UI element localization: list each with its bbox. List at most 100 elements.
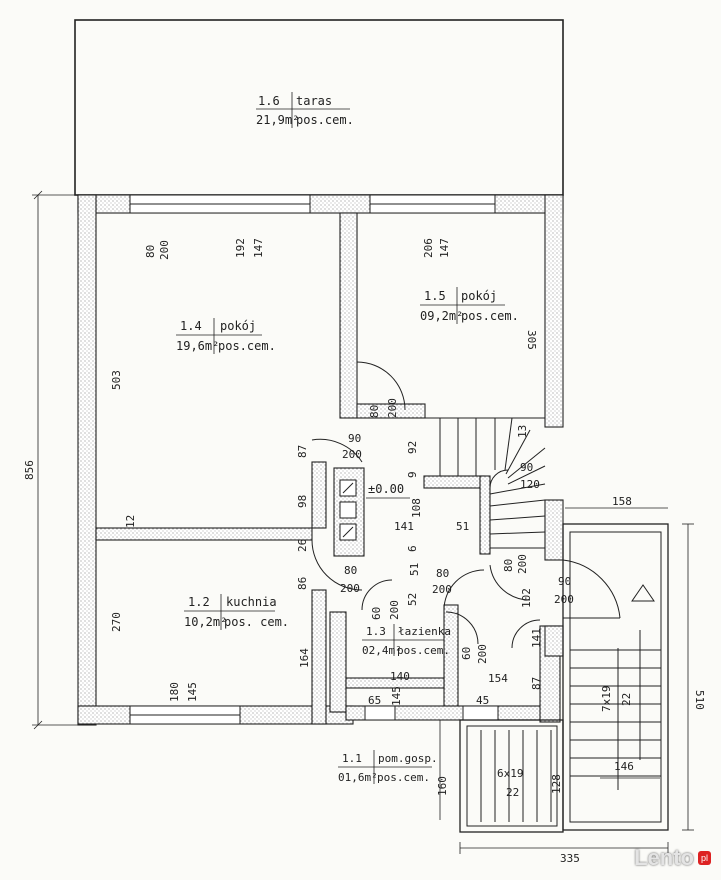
- dim-128: 128: [550, 774, 563, 794]
- dim-9: 9: [406, 471, 419, 478]
- chimney-flues: [339, 479, 357, 541]
- dim-503: 503: [110, 370, 123, 390]
- room-label-lazienka: 1.3 łazienka 02,4m² pos.cem.: [362, 624, 451, 657]
- doors: [311, 361, 621, 649]
- dim-13: 13: [516, 425, 529, 438]
- svg-text:1.5: 1.5: [424, 289, 446, 303]
- watermark-logo: Lento pl: [634, 844, 711, 872]
- dim-147: 147: [438, 238, 451, 258]
- dim-200: 200: [476, 644, 489, 664]
- dim-52: 52: [406, 593, 419, 606]
- dim-60: 60: [370, 607, 383, 620]
- walls: [77, 194, 564, 726]
- svg-text:pos.cem.: pos.cem.: [377, 771, 430, 784]
- room-label-pokoj-small: 1.5 pokój 09,2m² pos.cem.: [420, 287, 519, 324]
- room-label-pokoj-large: 1.4 pokój 19,6m² pos.cem.: [176, 318, 276, 354]
- dim-26: 26: [296, 539, 309, 552]
- dim-51: 51: [456, 520, 469, 533]
- dim-12: 12: [124, 515, 137, 528]
- external-stairs: [459, 523, 669, 833]
- dimension-texts: 856 503 305 270 164 510 80 200 192 147 2…: [23, 238, 706, 865]
- dim-147: 147: [252, 238, 265, 258]
- dim-87: 87: [530, 677, 543, 690]
- dim-140: 140: [390, 670, 410, 683]
- dim-200: 200: [340, 582, 360, 595]
- dim-158: 158: [612, 495, 632, 508]
- watermark-tld: pl: [697, 851, 711, 865]
- dim-141: 141: [394, 520, 414, 533]
- dim-65: 65: [368, 694, 381, 707]
- dim-335: 335: [560, 852, 580, 865]
- svg-text:kuchnia: kuchnia: [226, 595, 277, 609]
- dim-510: 510: [693, 690, 706, 710]
- room-label-taras: 1.6 taras 21,9m² pos.cem.: [256, 92, 354, 128]
- dimension-lines: [32, 190, 694, 854]
- dim-108: 108: [410, 498, 423, 518]
- svg-text:pom.gosp.: pom.gosp.: [378, 752, 438, 765]
- svg-text:19,6m²: 19,6m²: [176, 339, 219, 353]
- svg-text:±0.00: ±0.00: [368, 482, 404, 496]
- level-marker: ±0.00: [366, 482, 410, 499]
- dim-146: 146: [614, 760, 634, 773]
- dim-120: 120: [520, 478, 540, 491]
- dim-stairs-22: 22: [506, 786, 519, 799]
- svg-text:1.3: 1.3: [366, 625, 386, 638]
- dim-192: 192: [234, 238, 247, 258]
- svg-text:1.2: 1.2: [188, 595, 210, 609]
- dim-200: 200: [386, 398, 399, 418]
- svg-text:1.4: 1.4: [180, 319, 202, 333]
- dim-164: 164: [298, 648, 311, 668]
- svg-text:taras: taras: [296, 94, 332, 108]
- svg-text:pos.cem.: pos.cem.: [218, 339, 276, 353]
- dim-51: 51: [408, 563, 421, 576]
- svg-text:01,6m²: 01,6m²: [338, 771, 378, 784]
- dim-200: 200: [432, 583, 452, 596]
- svg-text:pos.cem.: pos.cem.: [296, 113, 354, 127]
- dim-102: 102: [520, 588, 533, 608]
- dim-90: 90: [520, 461, 533, 474]
- dim-200: 200: [554, 593, 574, 606]
- windows: [129, 194, 499, 725]
- dim-180: 180: [168, 682, 181, 702]
- svg-text:pos.cem.: pos.cem.: [461, 309, 519, 323]
- dim-92: 92: [406, 441, 419, 454]
- dim-200: 200: [158, 240, 171, 260]
- svg-text:pos.cem.: pos.cem.: [397, 644, 450, 657]
- room-label-kuchnia: 1.2 kuchnia 10,2m² pos. cem.: [184, 594, 289, 630]
- svg-text:1.1: 1.1: [342, 752, 362, 765]
- dim-90: 90: [348, 432, 361, 445]
- dim-98: 98: [296, 495, 309, 508]
- dim-206: 206: [422, 238, 435, 258]
- svg-text:02,4m²: 02,4m²: [362, 644, 402, 657]
- watermark-brand: Lento: [634, 845, 694, 870]
- dim-stairs-22: 22: [620, 693, 633, 706]
- dim-90: 90: [558, 575, 571, 588]
- dim-60: 60: [460, 647, 473, 660]
- svg-text:pos. cem.: pos. cem.: [224, 615, 289, 629]
- dim-200: 200: [342, 448, 362, 461]
- svg-text:10,2m²: 10,2m²: [184, 615, 227, 629]
- dim-154: 154: [488, 672, 508, 685]
- dim-200: 200: [388, 600, 401, 620]
- dim-87: 87: [296, 445, 309, 458]
- dim-270: 270: [110, 612, 123, 632]
- dim-stairs-6x19: 6x19: [497, 767, 524, 780]
- dim-86: 86: [296, 577, 309, 590]
- svg-text:09,2m²: 09,2m²: [420, 309, 463, 323]
- svg-text:łazienka: łazienka: [398, 625, 451, 638]
- dim-80: 80: [144, 245, 157, 258]
- svg-text:pokój: pokój: [461, 289, 497, 303]
- dim-145: 145: [390, 686, 403, 706]
- dim-45: 45: [476, 694, 489, 707]
- dim-856: 856: [23, 460, 36, 480]
- dim-6: 6: [406, 545, 419, 552]
- dim-200: 200: [516, 554, 529, 574]
- dim-80: 80: [344, 564, 357, 577]
- dim-141: 141: [530, 628, 543, 648]
- svg-text:1.6: 1.6: [258, 94, 280, 108]
- dim-80: 80: [368, 405, 381, 418]
- dim-305: 305: [525, 330, 538, 350]
- dim-stairs-7x19: 7x19: [600, 686, 613, 713]
- room-label-pom-gosp: 1.1 pom.gosp. 01,6m² pos.cem.: [338, 750, 438, 784]
